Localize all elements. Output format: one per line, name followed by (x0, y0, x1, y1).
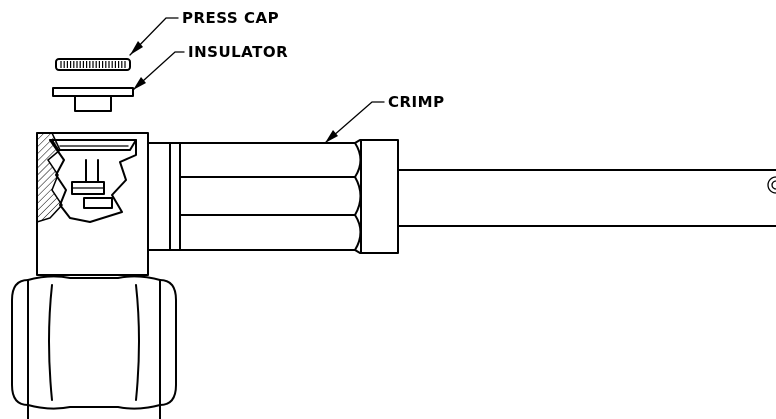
crimp-sleeve (179, 139, 399, 254)
leader-crimp (324, 101, 385, 144)
label-crimp: CRIMP (388, 93, 445, 111)
leader-press-cap (129, 17, 179, 56)
label-press-cap: PRESS CAP (182, 9, 279, 27)
press-cap-knurling (60, 61, 126, 68)
center-contact (71, 159, 113, 209)
connector-body (36, 132, 181, 276)
cable (397, 169, 776, 227)
label-insulator: INSULATOR (188, 43, 288, 61)
press-cap (55, 58, 131, 71)
cutaway-hatched-section (36, 132, 63, 224)
coupling-nut (11, 275, 177, 419)
leader-insulator (132, 51, 185, 91)
insulator (52, 87, 134, 112)
